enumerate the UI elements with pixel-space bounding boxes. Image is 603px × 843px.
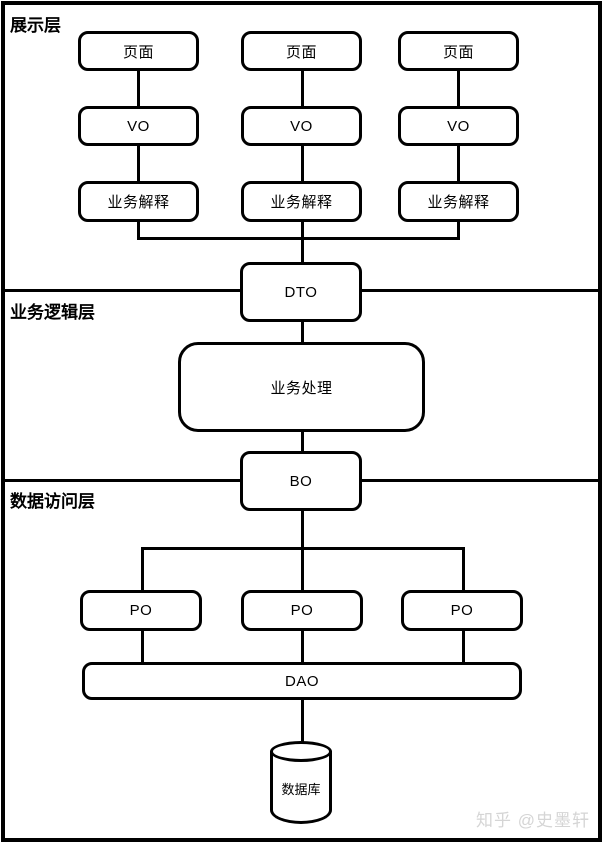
connector-line [301, 220, 304, 265]
connector-line [301, 629, 304, 664]
node-interpret-3: 业务解释 [398, 181, 519, 222]
node-interpret-1: 业务解释 [78, 181, 199, 222]
connector-line [301, 547, 304, 592]
connector-line [301, 510, 304, 550]
node-page-2: 页面 [241, 31, 362, 71]
node-dto: DTO [240, 262, 362, 322]
node-po-2: PO [241, 590, 363, 631]
database-cylinder-body [270, 751, 332, 824]
connector-line [457, 144, 460, 184]
database-cylinder-icon: 数据库 [270, 741, 332, 824]
node-vo-3: VO [398, 106, 519, 146]
node-page-3: 页面 [398, 31, 519, 71]
node-interpret-2: 业务解释 [241, 181, 362, 222]
connector-line [141, 629, 144, 664]
node-business-process: 业务处理 [178, 342, 425, 432]
node-po-1: PO [80, 590, 202, 631]
connector-line [457, 70, 460, 109]
connector-line [301, 698, 304, 744]
connector-line [462, 547, 465, 592]
node-vo-1: VO [78, 106, 199, 146]
connector-line [301, 430, 304, 453]
database-cylinder-top [270, 741, 332, 762]
layer-label-data-access: 数据访问层 [10, 492, 95, 511]
connector-line [462, 629, 465, 664]
connector-line [301, 320, 304, 344]
layer-label-business-logic: 业务逻辑层 [10, 303, 95, 322]
connector-line [137, 144, 140, 184]
node-po-3: PO [401, 590, 523, 631]
connector-line [457, 220, 460, 240]
connector-line [137, 220, 140, 240]
connector-line [301, 144, 304, 184]
zhihu-watermark: 知乎 @史墨轩 [476, 811, 590, 830]
node-bo: BO [240, 451, 362, 511]
connector-line [137, 70, 140, 109]
layer-label-presentation: 展示层 [10, 16, 61, 35]
node-dao: DAO [82, 662, 522, 700]
node-vo-2: VO [241, 106, 362, 146]
node-page-1: 页面 [78, 31, 199, 71]
node-database-label: 数据库 [281, 782, 321, 797]
merge-line [137, 237, 460, 240]
connector-line [301, 70, 304, 109]
connector-line [141, 547, 144, 592]
